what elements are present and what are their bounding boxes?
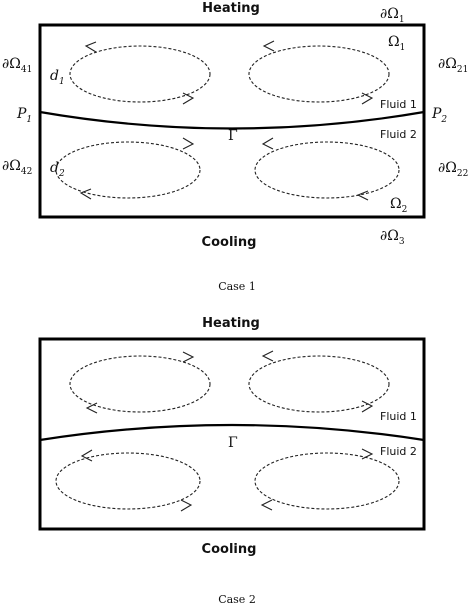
case2-vortex-upper-left: [69, 355, 211, 413]
case2-vortex-upper-left-arrow-bottom: [85, 402, 98, 414]
case1-vortex-lower-right: [254, 141, 400, 199]
case1-vortex-lower-left-arrow-top: [182, 137, 195, 150]
case1-vortex-upper-left-arrow-top: [84, 41, 97, 53]
case2-panel: Heating Fluid 1 Γ Fluid 2 Cooling Case 2: [38, 316, 426, 606]
case1-boundary-left-lower-label: ∂Ω42: [2, 158, 32, 177]
case1-panel: Heating ∂Ω1 Ω1 ∂Ω41 ∂Ω21 d1 P1 P2 Fluid …: [2, 1, 468, 293]
case2-vortex-lower-left: [55, 452, 201, 510]
case1-vortex-lower-left-arrow-bottom: [79, 188, 92, 200]
case1-d2-label: d2: [50, 160, 65, 179]
case1-d1-label: d1: [50, 68, 65, 87]
case2-gamma-label: Γ: [228, 435, 238, 451]
case1-vortex-lower-right-arrow-top: [261, 137, 274, 150]
case2-vortex-upper-right: [248, 355, 390, 413]
case1-heating-label: Heating: [202, 1, 260, 16]
case1-omega2-label: Ω2: [390, 196, 407, 215]
case1-boundary-top-label: ∂Ω1: [380, 6, 405, 25]
case1-vortex-upper-right: [248, 45, 390, 103]
case1-p2-label: P2: [431, 106, 447, 125]
case2-caption: Case 2: [218, 593, 256, 606]
case2-vortex-lower-right-arrow-top: [361, 448, 374, 460]
case1-interface-curve: [39, 110, 425, 130]
case2-vortex-upper-left-arrow-top: [182, 351, 195, 363]
case2-vortex-upper-right-arrow-bottom: [361, 400, 374, 413]
case1-fluid2-label: Fluid 2: [380, 128, 417, 141]
case1-cooling-label: Cooling: [202, 235, 257, 250]
case2-vortex-upper-right-arrow-top: [261, 350, 274, 362]
case1-vortex-upper-left-arrow-bottom: [182, 92, 195, 105]
case1-boundary-bottom-label: ∂Ω3: [380, 228, 405, 247]
case1-omega1-label: Ω1: [388, 34, 405, 53]
case1-boundary-right-lower-label: ∂Ω22: [438, 160, 468, 179]
case2-interface-curve: [39, 423, 425, 442]
case1-boundary-left-upper-label: ∂Ω41: [2, 56, 32, 75]
case2-fluid1-label: Fluid 1: [380, 410, 417, 423]
case2-domain-box: [38, 337, 426, 531]
case1-p1-label: P1: [16, 106, 32, 125]
case1-vortex-upper-right-arrow-bottom: [361, 92, 374, 105]
case2-fluid2-label: Fluid 2: [380, 445, 417, 458]
case1-vortex-upper-left: [69, 45, 211, 103]
case1-fluid1-label: Fluid 1: [380, 98, 417, 111]
case1-boundary-right-upper-label: ∂Ω21: [438, 56, 468, 75]
case2-vortex-lower-left-arrow-top: [80, 449, 93, 462]
case1-caption: Case 1: [218, 280, 256, 293]
case1-vortex-upper-right-arrow-top: [262, 40, 275, 52]
case1-gamma-label: Γ: [228, 128, 238, 144]
case1-domain-box: [38, 23, 426, 219]
case2-heating-label: Heating: [202, 316, 260, 331]
case1-vortex-lower-left: [55, 141, 201, 199]
case2-vortex-lower-left-arrow-bottom: [180, 499, 193, 512]
case2-vortex-lower-right: [254, 452, 400, 510]
case1-vortex-lower-right-arrow-bottom: [356, 190, 369, 201]
case2-cooling-label: Cooling: [202, 542, 257, 557]
case2-vortex-lower-right-arrow-bottom: [260, 499, 273, 511]
